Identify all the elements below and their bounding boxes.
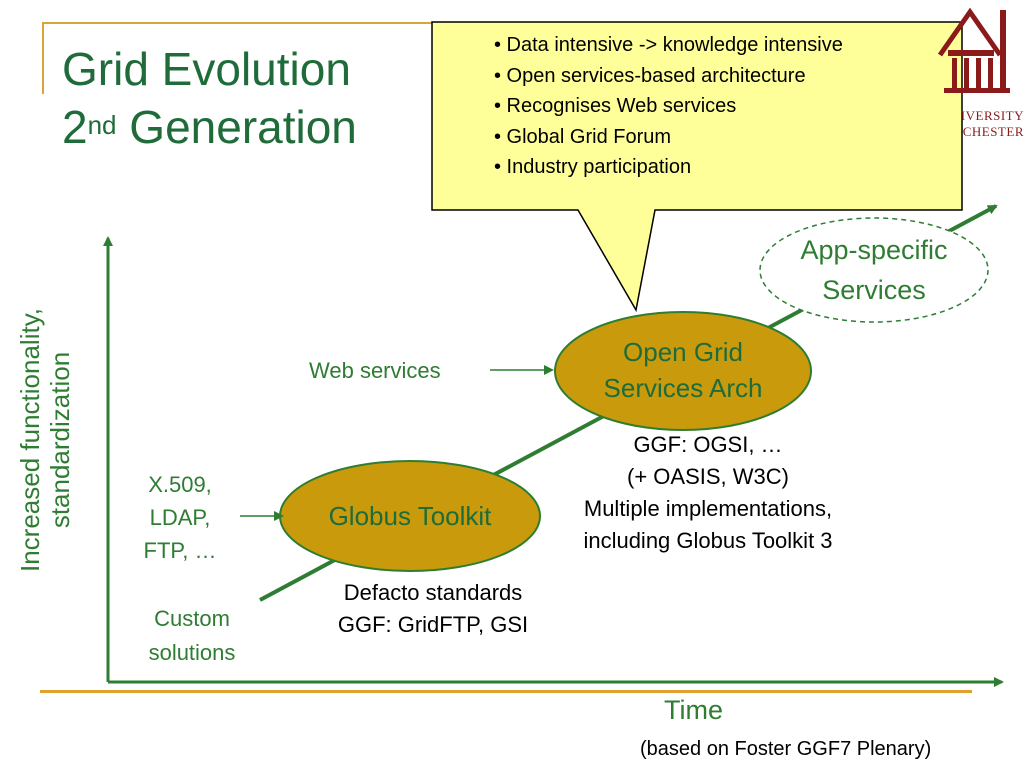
x509-line2: LDAP, <box>149 505 211 530</box>
university-logo: IVERSITY CHESTER <box>930 0 1024 150</box>
app-specific-line1: App-specific <box>800 235 948 265</box>
callout-bullet: • Recognises Web services <box>494 95 737 117</box>
callout-bullet: • Open services-based architecture <box>494 64 806 87</box>
frame-left-line <box>42 22 44 94</box>
custom-line2: solutions <box>148 640 236 665</box>
logo-text-line2: CHESTER <box>962 124 1024 139</box>
defacto-annotation: Defacto standards GGF: GridFTP, GSI <box>300 577 566 641</box>
ogsa-line1: Open Grid <box>623 337 743 367</box>
ogsi-line2: (+ OASIS, W3C) <box>627 464 789 489</box>
ogsa-label: Open Grid Services Arch <box>555 334 811 406</box>
callout-bullet: • Industry participation <box>494 156 692 178</box>
callout-bullet: • Data intensive -> knowledge intensive <box>494 34 843 56</box>
callout-bullet: • Global Grid Forum <box>494 125 672 148</box>
callout-bullets: • Data intensive -> knowledge intensive … <box>494 30 843 183</box>
x-axis-label: Time <box>664 695 723 725</box>
custom-solutions-label: Custom solutions <box>122 602 262 670</box>
x509-line3: FTP, … <box>143 538 217 563</box>
ogsa-line2: Services Arch <box>603 373 763 403</box>
app-specific-ellipse <box>759 217 989 323</box>
frame-top-line <box>42 22 562 24</box>
title-line1: Grid Evolution <box>62 43 351 95</box>
logo-building-icon <box>937 7 1010 93</box>
defacto-line2: GGF: GridFTP, GSI <box>337 612 529 637</box>
title-line2: 2nd Generation <box>62 98 357 156</box>
ogsi-line3: Multiple implementations, <box>583 496 833 521</box>
ogsi-line4: including Globus Toolkit 3 <box>583 528 833 553</box>
frame-bottom-line <box>40 690 972 693</box>
web-services-label: Web services <box>309 358 441 383</box>
title-generation-word: Generation <box>116 101 357 153</box>
logo-text-line1: IVERSITY <box>960 108 1024 123</box>
ogsi-line1: GGF: OGSI, … <box>633 432 783 457</box>
x509-label: X.509, LDAP, FTP, … <box>120 468 240 567</box>
y-axis-label: Increased functionality, standardization <box>15 308 75 572</box>
y-axis-label-line2: standardization <box>45 351 75 529</box>
ogsa-ellipse <box>554 311 812 431</box>
globus-label: Globus Toolkit <box>328 501 492 531</box>
ogsi-annotation: GGF: OGSI, … (+ OASIS, W3C) Multiple imp… <box>530 429 886 557</box>
x509-line1: X.509, <box>148 472 212 497</box>
app-specific-line2: Services <box>822 275 926 305</box>
title-superscript: nd <box>87 110 117 140</box>
y-axis-label-line1: Increased functionality, <box>15 308 45 572</box>
app-specific-label: App-specific Services <box>760 230 988 310</box>
defacto-line1: Defacto standards <box>343 580 523 605</box>
source-note: (based on Foster GGF7 Plenary) <box>640 738 932 760</box>
title-generation-number: 2 <box>62 101 88 153</box>
custom-line1: Custom <box>154 606 230 631</box>
page-title: Grid Evolution 2nd Generation <box>62 40 357 156</box>
